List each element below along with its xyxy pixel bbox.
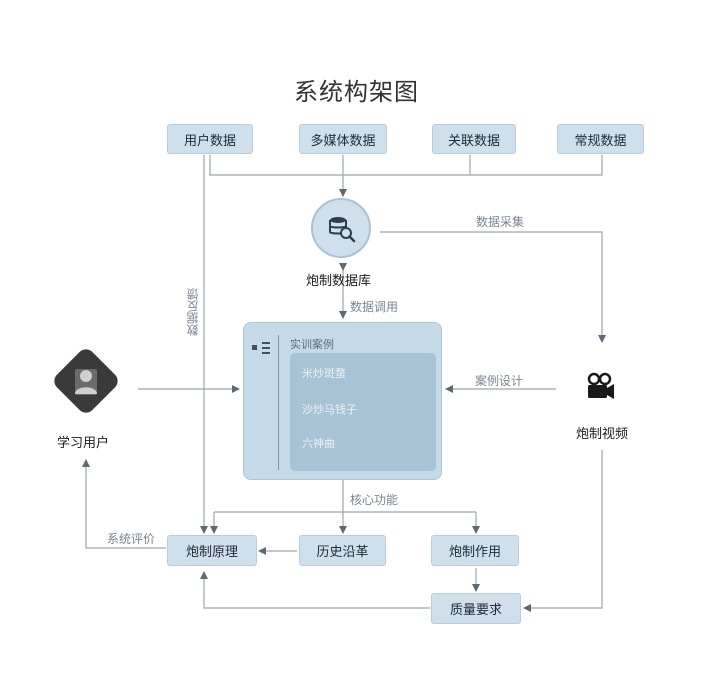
case-item[interactable]: 米炒斑蝥 <box>302 367 346 380</box>
user-node[interactable] <box>47 342 125 420</box>
edge-label-call: 数据调用 <box>350 300 399 314</box>
principle-box[interactable]: 炮制原理 <box>167 535 257 566</box>
quality-box[interactable]: 质量要求 <box>431 593 521 624</box>
quality-to-principle <box>200 571 430 609</box>
case-item[interactable]: 六神曲 <box>302 437 335 450</box>
source-media-data[interactable]: 多媒体数据 <box>299 124 387 154</box>
edge-label-core: 核心功能 <box>350 493 399 507</box>
edge-label-case-design: 案例设计 <box>475 374 524 388</box>
video-label: 炮制视频 <box>576 427 629 442</box>
source-user-data[interactable]: 用户数据 <box>167 124 253 154</box>
database-node[interactable] <box>311 198 371 258</box>
diagram-title: 系统构架图 <box>294 78 419 106</box>
panel-title: 实训案例 <box>290 338 334 351</box>
edge-label-feedback: 数据反馈 <box>186 288 200 336</box>
source-regular-data[interactable]: 常规数据 <box>557 124 644 154</box>
edge-label-evaluate: 系统评价 <box>107 532 156 546</box>
video-camera-icon[interactable] <box>584 371 616 403</box>
evaluate-arrow <box>82 459 166 549</box>
user-icon <box>75 369 97 395</box>
user-label: 学习用户 <box>57 436 110 451</box>
history-box[interactable]: 历史沿革 <box>299 535 386 566</box>
case-item[interactable]: 沙炒马钱子 <box>302 403 357 416</box>
training-case-panel[interactable]: 实训案例 米炒斑蝥 沙炒马钱子 六神曲 <box>243 322 442 480</box>
case-list: 米炒斑蝥 沙炒马钱子 六神曲 <box>290 353 436 471</box>
effect-box[interactable]: 炮制作用 <box>431 535 519 566</box>
edge-label-collect: 数据采集 <box>476 215 525 229</box>
database-label: 炮制数据库 <box>306 274 372 289</box>
video-to-quality <box>523 450 603 612</box>
database-search-icon <box>329 217 356 243</box>
source-relation-data[interactable]: 关联数据 <box>432 124 516 154</box>
collect-arrow <box>380 231 606 343</box>
list-icon <box>252 342 270 354</box>
panel-divider <box>278 335 279 470</box>
sources-bracket <box>209 155 603 176</box>
